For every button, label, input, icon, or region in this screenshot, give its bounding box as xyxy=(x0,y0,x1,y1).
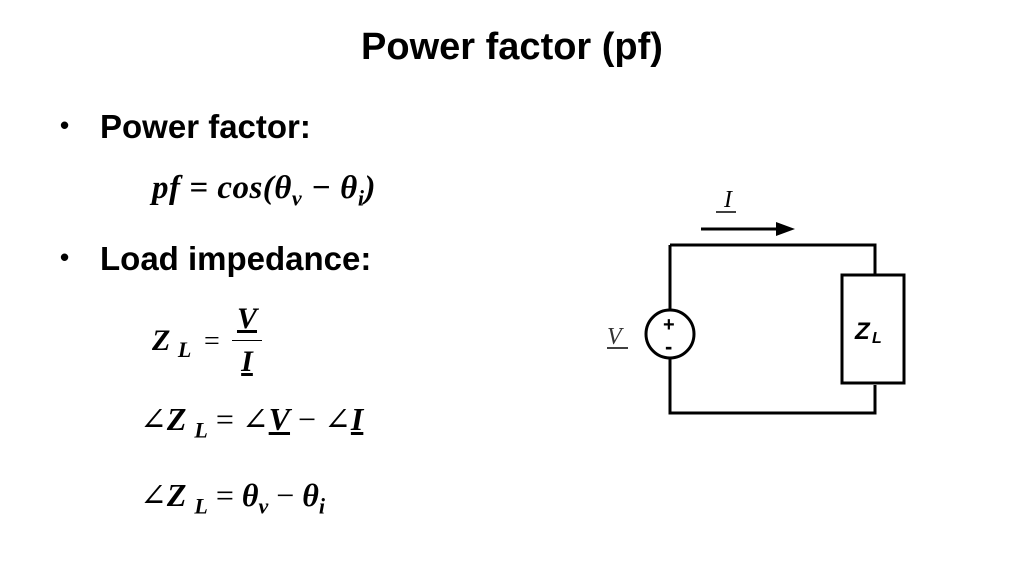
theta-i: θ xyxy=(302,477,319,513)
theta-v: θ xyxy=(241,477,259,513)
voltage-label: V xyxy=(607,324,624,350)
fraction-bar xyxy=(232,340,262,341)
theta-equals: = xyxy=(207,477,242,513)
current-arrow-icon xyxy=(776,222,795,236)
angle-v: V xyxy=(268,401,291,437)
bullet-load-impedance: • Load impedance: xyxy=(60,240,371,278)
zl-angle-equation: ∠Z L = ∠V − ∠I xyxy=(140,400,363,443)
bullet-label: Power factor: xyxy=(100,108,311,145)
angle-z: Z xyxy=(166,401,187,437)
zl-theta-equation: ∠Z L = θv − θi xyxy=(140,476,325,519)
theta-v-sub: v xyxy=(258,493,269,519)
angle-minus: − xyxy=(290,401,325,437)
circuit-diagram: I + - V Z L xyxy=(607,187,906,415)
source-plus-sign: + xyxy=(663,314,675,336)
load-impedance-box xyxy=(840,273,906,385)
top-wire xyxy=(670,243,877,275)
theta-z: Z xyxy=(166,477,187,513)
angle-symbol-v: ∠ xyxy=(241,401,269,437)
bullet-label: Load impedance: xyxy=(100,240,372,277)
source-minus-sign: - xyxy=(665,334,672,359)
zl-fraction: V I xyxy=(232,302,262,379)
bullet-marker: • xyxy=(60,242,70,272)
bullet-marker: • xyxy=(60,110,70,140)
theta-z-sub: L xyxy=(194,493,208,519)
zl-ratio-equals: = xyxy=(204,326,220,357)
pf-sub-i: i xyxy=(357,185,365,211)
voltage-source-icon xyxy=(644,308,696,360)
zl-ratio-lhs: Z L xyxy=(152,324,191,363)
angle-symbol: ∠ xyxy=(140,401,167,437)
pf-cos: cos(θ xyxy=(217,170,292,206)
fraction-denominator: I xyxy=(241,345,253,378)
fraction-numerator: V xyxy=(236,302,257,335)
pf-close: ) xyxy=(364,170,376,206)
pf-equals: = xyxy=(189,170,209,206)
bottom-wire xyxy=(668,358,877,415)
current-label: I xyxy=(723,187,733,213)
pf-minus-theta: − θ xyxy=(302,170,358,206)
zl-sub: L xyxy=(177,337,192,362)
pf-equation: pf = cos(θv − θi) xyxy=(152,170,376,212)
zl-z: Z xyxy=(152,324,171,357)
theta-i-sub: i xyxy=(318,493,326,519)
angle-i: I xyxy=(350,401,364,437)
angle-equals: = xyxy=(207,401,242,437)
pf-sub-v: v xyxy=(291,185,303,211)
load-label-sub: L xyxy=(872,330,882,347)
slide-title: Power factor (pf) xyxy=(361,26,663,68)
angle-z-sub: L xyxy=(194,417,208,443)
theta-angle-symbol: ∠ xyxy=(140,477,167,513)
load-label: Z xyxy=(854,318,871,345)
angle-symbol-i: ∠ xyxy=(324,401,351,437)
bullet-power-factor: • Power factor: xyxy=(60,108,311,146)
theta-minus: − xyxy=(268,477,303,513)
pf-lhs: pf xyxy=(152,170,181,206)
